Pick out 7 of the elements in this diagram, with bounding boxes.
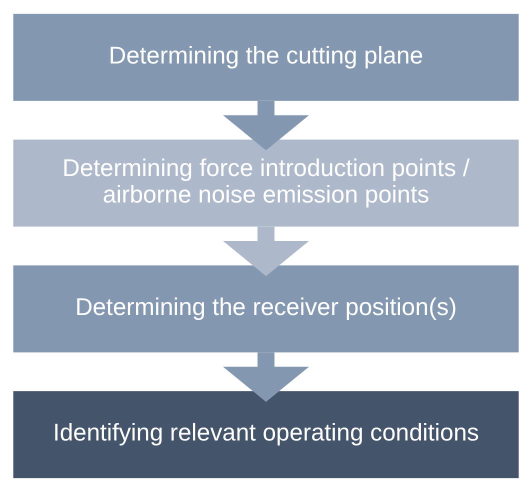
arrow — [223, 352, 310, 402]
node-box: Determining the cutting plane — [13, 13, 519, 100]
node-box: Determining the receiver position(s) — [13, 264, 519, 352]
node-box: Identifying relevant operating conditions — [13, 390, 519, 478]
arrow — [223, 100, 310, 150]
arrow — [223, 226, 310, 276]
node-box: Determining force introduction points / airborne noise emission points — [13, 139, 519, 226]
